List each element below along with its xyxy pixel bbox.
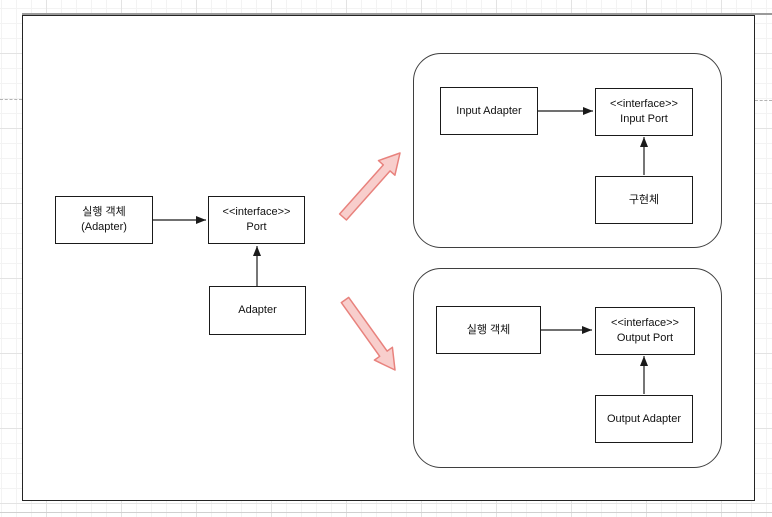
input-port-interface-box[interactable]: <<interface>> Input Port [595,88,693,136]
input-port-box-stereotype: <<interface>> [610,98,678,111]
output-port-box-label: Output Port [616,332,674,344]
input-adapter-box-label: Input Adapter [456,104,522,117]
actor-box-label-line1: 실행 객체 [82,206,126,219]
actor-box-label-line2: (Adapter) [81,221,127,233]
output-adapter-box[interactable]: Output Adapter [595,395,693,443]
page-break-dashed-line-left [0,99,22,100]
actor-box[interactable]: 실행 객체 (Adapter) [55,196,153,244]
impl-box-label: 구현체 [628,193,660,206]
adapter-box[interactable]: Adapter [209,286,306,335]
impl-box[interactable]: 구현체 [595,176,693,224]
output-port-box-stereotype: <<interface>> [611,317,679,330]
output-adapter-box-label: Output Adapter [607,412,681,425]
exec-object-box-label: 실행 객체 [466,323,511,336]
adapter-box-label: Adapter [238,304,277,317]
output-port-interface-box[interactable]: <<interface>> Output Port [595,307,695,355]
input-port-box-label: Input Port [620,113,668,125]
page-break-dashed-line-right [755,100,772,101]
exec-object-box[interactable]: 실행 객체 [436,306,541,354]
port-box-label: Port [246,221,267,233]
input-adapter-box[interactable]: Input Adapter [440,87,538,135]
port-interface-box[interactable]: <<interface>> Port [208,196,305,244]
page-boundary-top-line [22,13,772,15]
page-boundary-bottom-line [0,512,772,513]
port-box-stereotype: <<interface>> [222,206,291,219]
